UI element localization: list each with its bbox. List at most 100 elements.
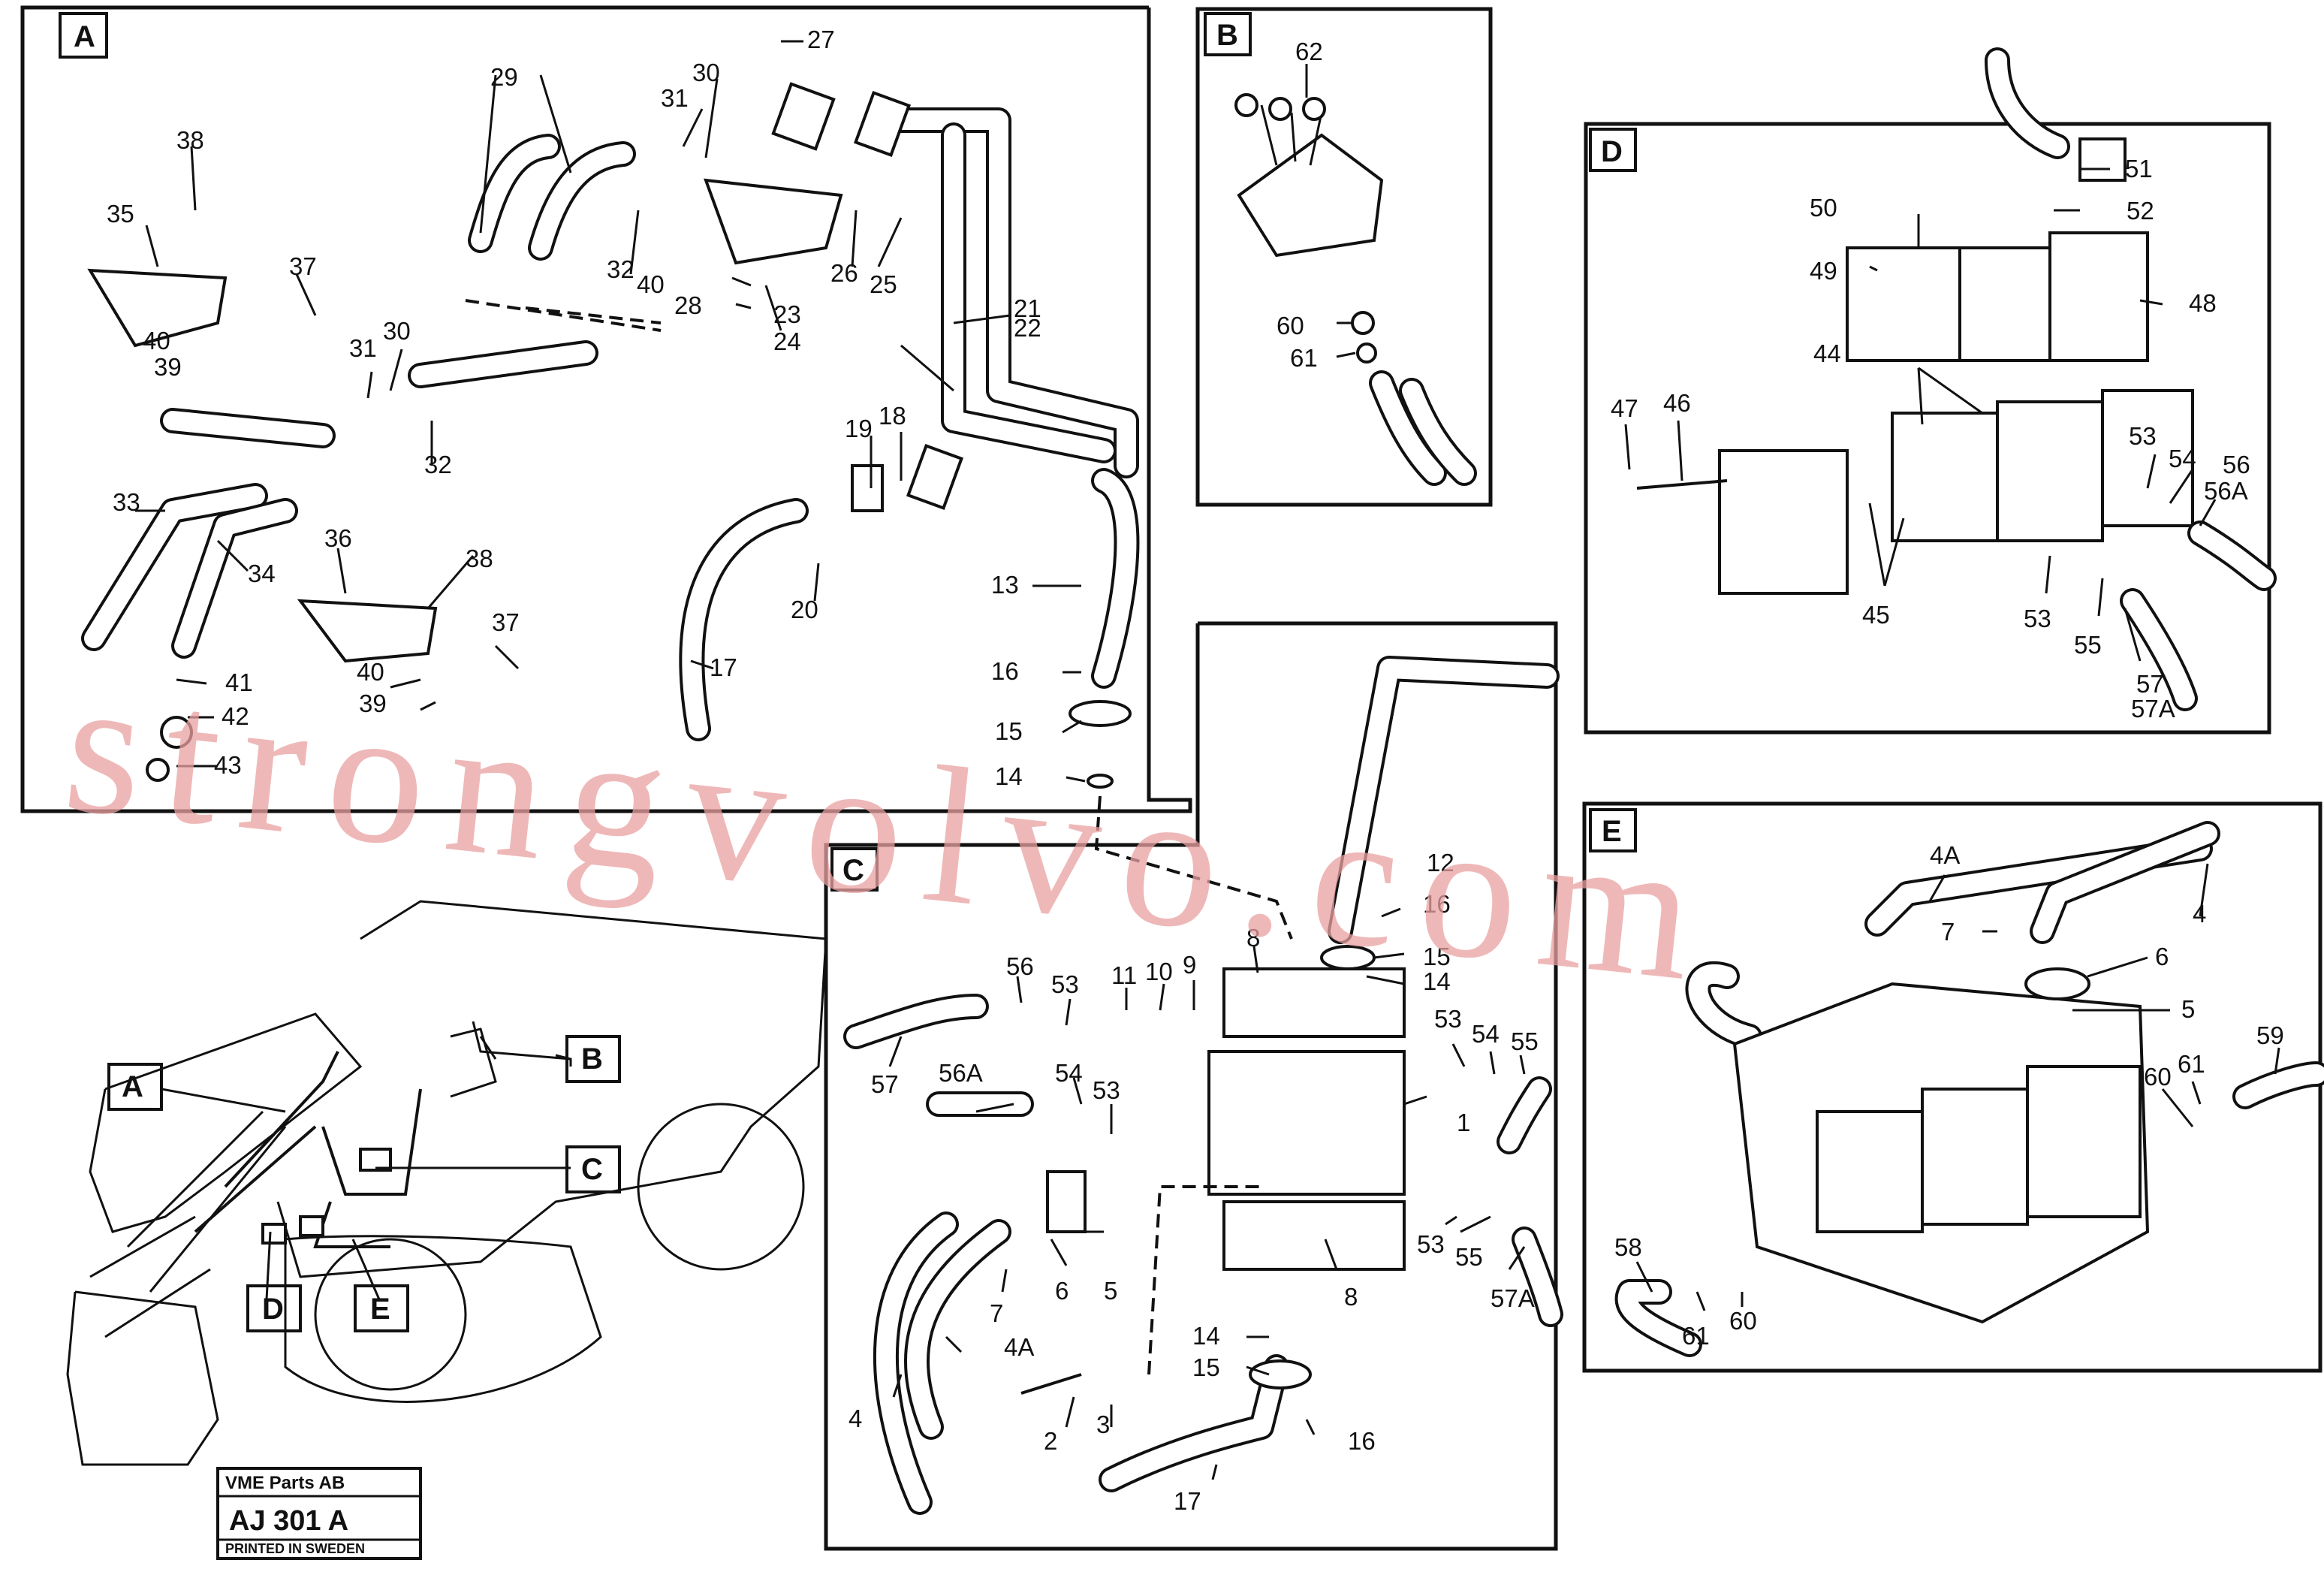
label-a-32b: 32 (424, 451, 452, 478)
solenoid-mid (1958, 246, 2051, 362)
label-a-37b: 37 (492, 608, 520, 636)
label-c-15b: 15 (1192, 1353, 1220, 1381)
label-c-12: 12 (1427, 849, 1454, 877)
callout-e-box (354, 1284, 409, 1332)
flange-a1 (771, 82, 836, 151)
flange-a2 (853, 90, 912, 158)
panel-d: D 51 52 50 49 48 44 47 46 53 54 56 56A (1584, 47, 2277, 735)
label-a-32: 32 (607, 255, 635, 283)
label-a-37: 37 (289, 252, 317, 280)
label-e-61: 61 (2178, 1050, 2205, 1078)
label-a-30: 30 (692, 59, 720, 86)
label-a-26: 26 (830, 259, 858, 287)
valve-body-1 (1207, 1050, 1406, 1196)
label-c-6: 6 (1055, 1277, 1069, 1305)
label-c-53c: 53 (1434, 1005, 1462, 1033)
label-d-48: 48 (2189, 289, 2217, 317)
label-a-14: 14 (995, 762, 1023, 790)
label-b-62: 62 (1295, 38, 1323, 65)
label-b-61: 61 (1290, 344, 1318, 372)
overview-part-e (299, 1215, 324, 1237)
label-a-40c: 40 (357, 658, 384, 686)
label-e-5: 5 (2181, 995, 2195, 1023)
label-a-16: 16 (991, 657, 1019, 685)
label-c-8b: 8 (1344, 1283, 1358, 1311)
label-a-34: 34 (248, 560, 276, 587)
valve-face-e3 (2026, 1065, 2142, 1218)
label-a-30b: 30 (383, 317, 411, 345)
label-c-14: 14 (1423, 967, 1451, 995)
panel-a-labels: 27 29 30 31 38 35 37 32 40 28 26 25 21 2… (107, 26, 1041, 790)
label-a-17: 17 (710, 653, 737, 681)
label-e-60b: 60 (1729, 1307, 1757, 1335)
panel-e: E 4A 4 7 6 5 59 60 61 58 61 60 (1582, 801, 2324, 1373)
bracket-23 (704, 178, 843, 265)
machine-overview: A B C D E (66, 900, 827, 1466)
label-e-6: 6 (2155, 943, 2169, 970)
label-c-1: 1 (1457, 1109, 1470, 1136)
panel-b-tag-box (1204, 12, 1252, 56)
panel-c-tag-box (830, 847, 879, 892)
title-stamp: VME Parts AB AJ 301 A PRINTED IN SWEDEN (216, 1467, 422, 1560)
label-c-5: 5 (1104, 1277, 1117, 1305)
valve-bottom-8 (1222, 1200, 1406, 1271)
label-c-55: 55 (1455, 1243, 1483, 1271)
seal-14a (1087, 774, 1114, 789)
label-a-41: 41 (225, 668, 253, 696)
callout-a: A (122, 1070, 143, 1103)
callout-c: C (581, 1153, 603, 1186)
panel-e-tag: E (1602, 815, 1622, 848)
label-c-56a: 56A (939, 1059, 983, 1087)
label-c-16: 16 (1423, 890, 1451, 918)
washer-60 (1351, 311, 1375, 335)
label-b-60: 60 (1277, 312, 1304, 339)
label-c-56: 56 (1006, 952, 1034, 980)
label-d-56a: 56A (2204, 477, 2248, 505)
label-a-39: 39 (154, 353, 182, 381)
valve-block-44c (2101, 389, 2194, 527)
label-a-31: 31 (661, 84, 689, 112)
label-a-23: 23 (773, 300, 801, 328)
label-c-11: 11 (1111, 961, 1137, 989)
label-a-43: 43 (214, 751, 242, 779)
label-a-13: 13 (991, 571, 1019, 599)
rear-wheel (637, 1103, 805, 1271)
valve-top-8 (1222, 967, 1406, 1038)
valve-block-44a (1891, 412, 1999, 542)
lever-knob-3 (1302, 97, 1326, 121)
flange-15a (1069, 700, 1132, 727)
label-d-56: 56 (2223, 451, 2250, 478)
label-d-46: 46 (1663, 389, 1691, 417)
control-box (1237, 133, 1384, 258)
lever-knob-2 (1268, 97, 1292, 121)
callout-e: E (370, 1293, 390, 1326)
panel-a-tag: A (74, 20, 95, 53)
cap-43 (146, 758, 170, 782)
label-c-3: 3 (1096, 1411, 1110, 1438)
label-d-55: 55 (2074, 631, 2102, 659)
panel-d-frame (1584, 122, 2271, 735)
label-a-15: 15 (995, 717, 1023, 745)
label-a-20: 20 (791, 596, 818, 623)
flange-6 (1046, 1170, 1087, 1233)
label-c-16b: 16 (1348, 1427, 1376, 1455)
label-a-39b: 39 (359, 689, 387, 717)
stamp-frame (216, 1467, 422, 1560)
label-d-44: 44 (1813, 339, 1841, 367)
label-c-54: 54 (1055, 1059, 1083, 1087)
panel-d-tag: D (1601, 135, 1623, 168)
callout-d-box (246, 1284, 302, 1332)
label-a-40b: 40 (143, 327, 170, 355)
panel-b-tag: B (1216, 19, 1238, 52)
end-block (1718, 449, 1849, 595)
label-d-52: 52 (2127, 197, 2154, 225)
bracket-36 (297, 599, 438, 663)
watermark: strongvolvo.com (56, 635, 1726, 1024)
panel-d-tag-box (1589, 128, 1637, 172)
label-c-14b: 14 (1192, 1322, 1220, 1350)
label-c-53b: 53 (1093, 1076, 1120, 1104)
flange-a3 (906, 443, 964, 511)
bracket-35 (87, 268, 228, 348)
label-d-57a: 57A (2131, 695, 2175, 723)
